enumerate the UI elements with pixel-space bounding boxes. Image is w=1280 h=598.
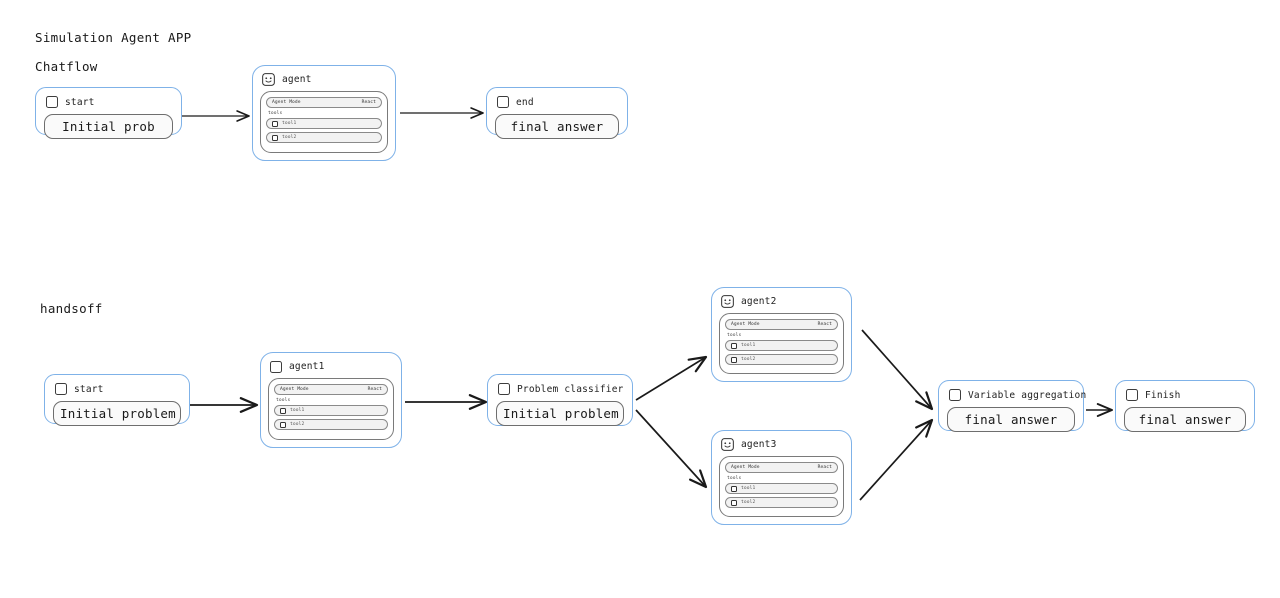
- node-header: start: [44, 95, 173, 109]
- node-value-field[interactable]: final answer: [1124, 407, 1246, 432]
- tools-label: tools: [268, 111, 283, 116]
- tool-name: tool2: [741, 357, 756, 362]
- node-title: agent2: [741, 296, 777, 307]
- tool-row[interactable]: tool1: [266, 118, 382, 129]
- edge-classifier-to-agent3: [635, 409, 708, 489]
- checkbox-icon[interactable]: [280, 421, 286, 428]
- agent-mode-label: Agent Mode: [272, 100, 301, 105]
- agent-mode-value: React: [817, 465, 832, 470]
- node-header: agent1: [268, 359, 394, 374]
- tools-label: tools: [727, 333, 742, 338]
- node-header: Problem classifier: [496, 382, 624, 396]
- section-label-chatflow: Chatflow: [35, 59, 98, 74]
- node-finish[interactable]: Finish final answer: [1115, 380, 1255, 432]
- tool-name: tool1: [282, 121, 297, 126]
- node-value-field[interactable]: Initial problem: [496, 401, 624, 426]
- agent-face-icon: [721, 295, 734, 308]
- agent-panel: Agent Mode React tools tool1 tool2: [719, 456, 844, 517]
- tools-label: tools: [727, 476, 742, 481]
- tool-name: tool2: [290, 422, 305, 427]
- node-header: Finish: [1124, 388, 1246, 402]
- node-handsoff-start[interactable]: start Initial problem: [44, 374, 190, 426]
- node-handsoff-agent1[interactable]: agent1 Agent Mode React tools tool1 tool…: [260, 352, 402, 448]
- node-chatflow-start[interactable]: start Initial prob: [35, 87, 182, 139]
- tool-row[interactable]: tool2: [725, 354, 838, 365]
- node-header: end: [495, 95, 619, 109]
- tool-name: tool2: [282, 135, 297, 140]
- app-title: Simulation Agent APP: [35, 30, 192, 45]
- checkbox-icon[interactable]: [272, 134, 278, 141]
- agent-panel: Agent Mode React tools tool1 tool2: [719, 313, 844, 374]
- tool-row[interactable]: tool2: [725, 497, 838, 508]
- checkbox-icon[interactable]: [949, 389, 961, 401]
- checkbox-icon[interactable]: [1126, 389, 1138, 401]
- node-value-field[interactable]: Initial prob: [44, 114, 173, 139]
- checkbox-icon[interactable]: [731, 356, 737, 363]
- section-label-handsoff: handsoff: [40, 301, 103, 316]
- tool-row[interactable]: tool1: [274, 405, 388, 416]
- checkbox-icon[interactable]: [280, 407, 286, 414]
- agent-mode-value: React: [367, 387, 382, 392]
- checkbox-icon[interactable]: [731, 499, 737, 506]
- agent-mode-label: Agent Mode: [731, 322, 760, 327]
- node-problem-classifier[interactable]: Problem classifier Initial problem: [487, 374, 633, 426]
- agent-mode-label: Agent Mode: [280, 387, 309, 392]
- tool-name: tool2: [741, 500, 756, 505]
- node-header: agent2: [719, 294, 844, 309]
- agent-mode-value: React: [817, 322, 832, 327]
- node-value-field[interactable]: Initial problem: [53, 401, 181, 426]
- node-chatflow-end[interactable]: end final answer: [486, 87, 628, 139]
- tool-row[interactable]: tool2: [274, 419, 388, 430]
- tool-row[interactable]: tool2: [266, 132, 382, 143]
- tool-name: tool1: [741, 486, 756, 491]
- checkbox-icon[interactable]: [270, 360, 282, 373]
- node-header: start: [53, 382, 181, 396]
- agent-mode-label: Agent Mode: [731, 465, 760, 470]
- checkbox-icon[interactable]: [731, 485, 737, 492]
- node-header: agent: [260, 72, 388, 87]
- tool-name: tool1: [290, 408, 305, 413]
- agent-panel: Agent Mode React tools tool1 tool2: [260, 91, 388, 153]
- node-value-field[interactable]: final answer: [947, 407, 1075, 432]
- tool-name: tool1: [741, 343, 756, 348]
- node-variable-aggregation[interactable]: Variable aggregation final answer: [938, 380, 1086, 432]
- node-chatflow-agent[interactable]: agent Agent Mode React tools tool1 tool2: [252, 65, 396, 161]
- edge-agent3-to-aggregation: [859, 418, 934, 501]
- node-value-field[interactable]: final answer: [495, 114, 619, 139]
- node-title: Finish: [1145, 389, 1181, 401]
- agent-mode-row[interactable]: Agent Mode React: [266, 97, 382, 108]
- edge-classifier-to-agent2: [635, 355, 708, 401]
- checkbox-icon[interactable]: [272, 120, 278, 127]
- agent-mode-row[interactable]: Agent Mode React: [274, 384, 388, 395]
- tools-label: tools: [276, 398, 291, 403]
- node-title: Variable aggregation: [968, 389, 1087, 401]
- node-title: agent3: [741, 439, 777, 450]
- agent-panel: Agent Mode React tools tool1 tool2: [268, 378, 394, 440]
- node-title: start: [74, 383, 104, 395]
- checkbox-icon[interactable]: [46, 96, 58, 108]
- checkbox-icon[interactable]: [497, 96, 509, 108]
- node-handsoff-agent3[interactable]: agent3 Agent Mode React tools tool1 tool…: [711, 430, 852, 525]
- agent-mode-row[interactable]: Agent Mode React: [725, 319, 838, 330]
- agent-mode-value: React: [361, 100, 376, 105]
- agent-face-icon: [721, 438, 734, 451]
- checkbox-icon[interactable]: [731, 342, 737, 349]
- node-header: Variable aggregation: [947, 388, 1086, 402]
- node-title: end: [516, 96, 534, 108]
- node-title: agent1: [289, 361, 325, 372]
- node-title: Problem classifier: [517, 383, 624, 395]
- node-handsoff-agent2[interactable]: agent2 Agent Mode React tools tool1 tool…: [711, 287, 852, 382]
- checkbox-icon[interactable]: [55, 383, 67, 395]
- node-title: agent: [282, 74, 312, 85]
- node-title: start: [65, 96, 95, 108]
- checkbox-icon[interactable]: [498, 383, 510, 395]
- tool-row[interactable]: tool1: [725, 483, 838, 494]
- agent-mode-row[interactable]: Agent Mode React: [725, 462, 838, 473]
- agent-face-icon: [262, 73, 275, 86]
- edge-agent2-to-aggregation: [861, 329, 934, 411]
- tool-row[interactable]: tool1: [725, 340, 838, 351]
- node-header: agent3: [719, 437, 844, 452]
